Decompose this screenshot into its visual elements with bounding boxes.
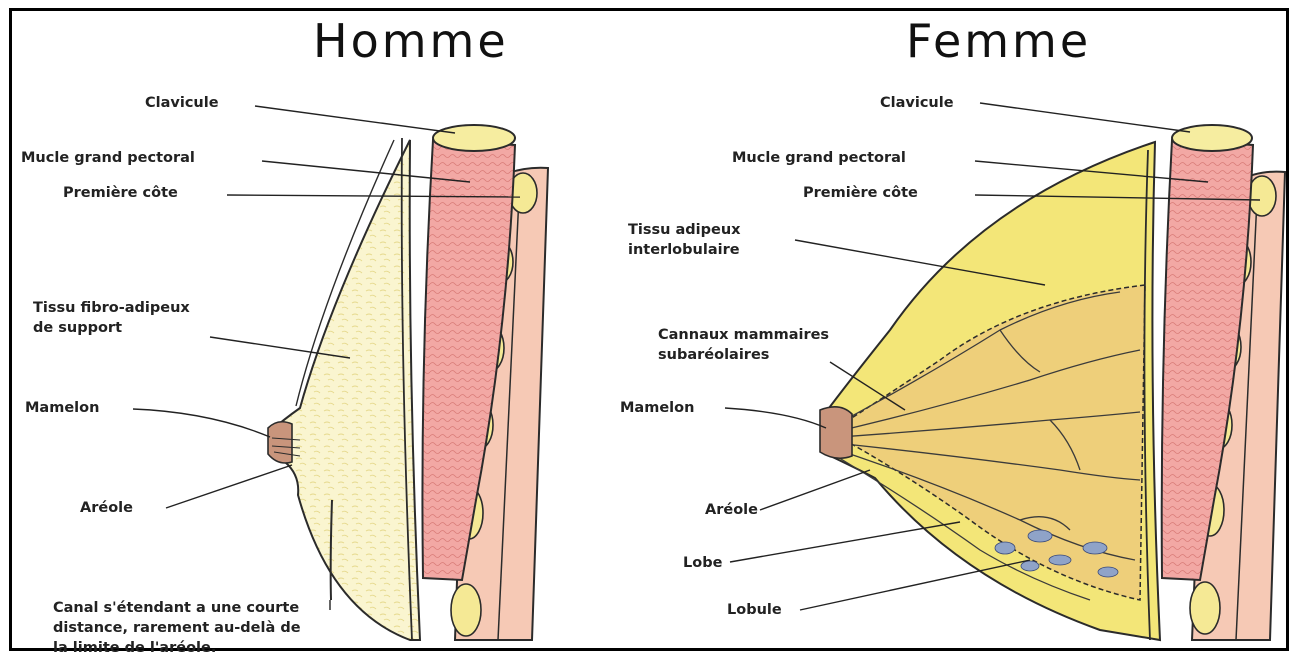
femme-label-clavicule: Clavicule (880, 93, 954, 113)
femme-lobule (1083, 542, 1107, 554)
homme-label-tissu-fibro-line1: Tissu fibro-adipeux (33, 298, 190, 318)
homme-label-canal-line3: la limite de l'aréole. (53, 638, 301, 658)
homme-label-clavicule: Clavicule (145, 93, 219, 113)
homme-rib (451, 584, 481, 636)
femme-label-mamelon: Mamelon (620, 398, 694, 418)
femme-rib (1190, 582, 1220, 634)
homme-label-mamelon: Mamelon (25, 398, 99, 418)
homme-label-canal-line2: distance, rarement au-delà de (53, 618, 301, 638)
femme-label-tissu-adipeux-line2: interlobulaire (628, 240, 741, 260)
homme-clavicle (433, 125, 515, 151)
femme-label-cannaux: Cannaux mammaires subaréolaires (658, 325, 829, 365)
homme-label-tissu-fibro: Tissu fibro-adipeux de support (33, 298, 190, 338)
homme-breast-fat (272, 140, 420, 640)
femme-nipple (820, 407, 852, 458)
homme-canal (331, 500, 332, 600)
homme-label-canal: Canal s'étendant a une courte distance, … (53, 598, 301, 658)
homme-illustration (268, 125, 548, 640)
femme-label-tissu-adipeux: Tissu adipeux interlobulaire (628, 220, 741, 260)
femme-clavicle (1172, 125, 1252, 151)
femme-label-tissu-adipeux-line1: Tissu adipeux (628, 220, 741, 240)
femme-label-areole: Aréole (705, 500, 758, 520)
femme-lobule (995, 542, 1015, 554)
femme-lobule (1021, 561, 1039, 571)
femme-label-cannaux-line1: Cannaux mammaires (658, 325, 829, 345)
homme-nipple (268, 422, 292, 463)
homme-label-tissu-fibro-line2: de support (33, 318, 190, 338)
homme-label-cote: Première côte (63, 183, 178, 203)
homme-label-areole: Aréole (80, 498, 133, 518)
femme-label-lobe: Lobe (683, 553, 722, 573)
homme-label-pectoral: Mucle grand pectoral (21, 148, 195, 168)
homme-label-canal-line1: Canal s'étendant a une courte (53, 598, 301, 618)
femme-title: Femme (906, 14, 1091, 68)
femme-lobule (1098, 567, 1118, 577)
femme-label-pectoral: Mucle grand pectoral (732, 148, 906, 168)
homme-title: Homme (313, 14, 509, 68)
femme-label-lobule: Lobule (727, 600, 782, 620)
femme-label-cote: Première côte (803, 183, 918, 203)
femme-lobule (1049, 555, 1071, 565)
femme-label-cannaux-line2: subaréolaires (658, 345, 829, 365)
femme-lobule (1028, 530, 1052, 542)
